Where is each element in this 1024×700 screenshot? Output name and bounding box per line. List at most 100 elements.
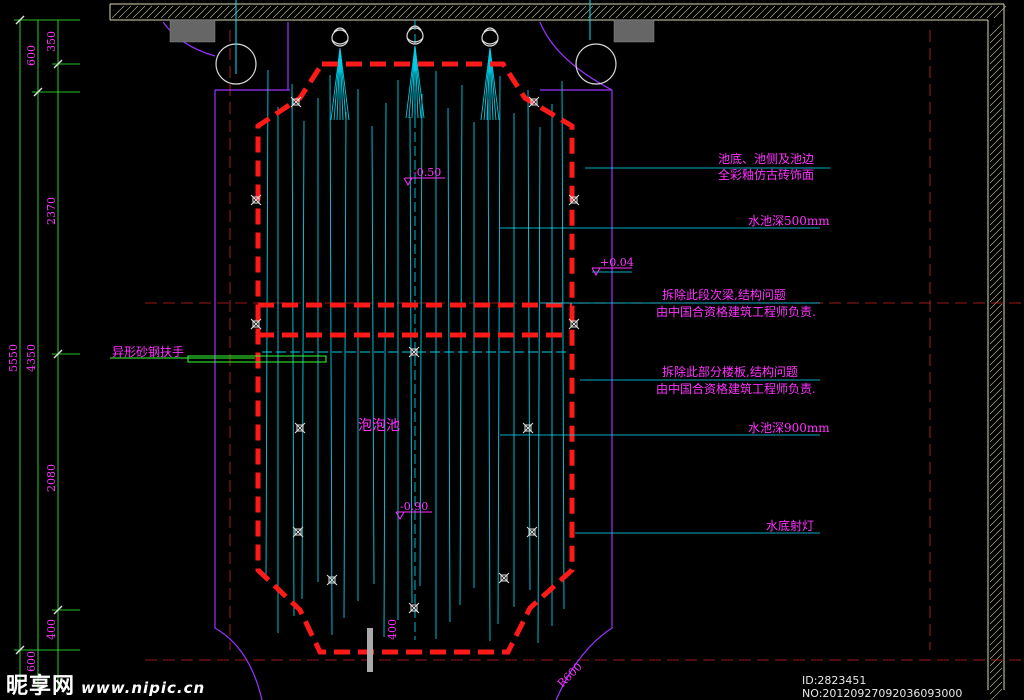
hatch-line (468, 5, 482, 19)
hatch-line (989, 590, 1003, 604)
hatch-line (881, 5, 895, 19)
hatch-line (797, 5, 811, 19)
light-body (500, 574, 508, 582)
hatch-line (608, 5, 622, 19)
hatch-line (989, 541, 1003, 555)
entry-step (367, 628, 373, 672)
hatch-line (832, 5, 846, 19)
water-line (527, 89, 531, 591)
hatch-line (944, 5, 958, 19)
water-line (459, 84, 463, 606)
hatch-line (440, 5, 454, 19)
dim-2370: 2370 (45, 197, 58, 225)
hatch-line (989, 569, 1003, 583)
hatch-line (989, 471, 1003, 485)
hatch-line (538, 5, 552, 19)
hatch-line (989, 212, 1003, 226)
hatch-line (909, 5, 923, 19)
fountain-spray (336, 47, 341, 121)
hatch-line (989, 121, 1003, 135)
hatch-line (167, 5, 181, 19)
hatch-line (664, 5, 678, 19)
hatch-line (989, 632, 1003, 646)
water-line (537, 126, 541, 644)
fountain-spray (486, 47, 491, 121)
hatch-line (989, 205, 1003, 219)
fountain-spray (411, 45, 416, 119)
hatch-line (989, 93, 1003, 107)
hatch-line (989, 170, 1003, 184)
hatch-line (755, 5, 769, 19)
hatch-line (874, 5, 888, 19)
hatch-line (209, 5, 223, 19)
hatch-line (989, 247, 1003, 261)
hatch-line (426, 5, 440, 19)
hatch-line (566, 5, 580, 19)
hatch-line (419, 5, 433, 19)
watermark-id: ID:2823451 NO:20120927092036093000 (802, 674, 963, 700)
hatch-line (244, 5, 258, 19)
hatch-line (989, 674, 1003, 688)
hatch-line (804, 5, 818, 19)
hatch-line (989, 562, 1003, 576)
hatch-line (989, 240, 1003, 254)
hatch-line (989, 135, 1003, 149)
hatch-line (335, 5, 349, 19)
hatch-line (989, 289, 1003, 303)
hatch-line (989, 30, 1003, 44)
hatch-line (433, 5, 447, 19)
hatch-line (314, 5, 328, 19)
hatch-line (853, 5, 867, 19)
pool-name: 泡泡池 (358, 418, 400, 434)
hatch-line (251, 5, 265, 19)
hatch-line (384, 5, 398, 19)
leader-lines (500, 167, 830, 534)
hatch-line (989, 345, 1003, 359)
hatch-line (300, 5, 314, 19)
hatch-line (986, 5, 1000, 19)
hatch-line (951, 5, 965, 19)
light-body (252, 196, 260, 204)
hatch-line (174, 5, 188, 19)
hatch-line (153, 5, 167, 19)
hatch-line (706, 5, 720, 19)
hatch-line (531, 5, 545, 19)
hatch-line (989, 429, 1003, 443)
hatch-line (188, 5, 202, 19)
hatch-line (989, 646, 1003, 660)
hatch-line (699, 5, 713, 19)
hatch-line (601, 5, 615, 19)
hatch-line (195, 5, 209, 19)
hatch-line (989, 114, 1003, 128)
hatch-line (888, 5, 902, 19)
hatch-line (989, 352, 1003, 366)
hatch-line (678, 5, 692, 19)
hatch-line (989, 436, 1003, 450)
hatch-line (230, 5, 244, 19)
hatch-line (629, 5, 643, 19)
hatch-line (993, 5, 1007, 19)
light-body (296, 424, 304, 432)
water-line (301, 120, 305, 600)
hatch-line (989, 478, 1003, 492)
hatch-line (202, 5, 216, 19)
hatch-line (223, 5, 237, 19)
hatch-line (482, 5, 496, 19)
hatch-line (989, 499, 1003, 513)
watermark-brand-text: 昵享网 (6, 674, 76, 699)
hatch-line (989, 324, 1003, 338)
hatch-line (846, 5, 860, 19)
hatch-line (989, 338, 1003, 352)
hatch-line (989, 513, 1003, 527)
column-markers (235, 0, 591, 74)
hatch-line (860, 5, 874, 19)
hatch-line (989, 177, 1003, 191)
hatch-line (989, 261, 1003, 275)
water-line (561, 80, 565, 610)
hatch-line (989, 366, 1003, 380)
level-symbols (395, 177, 632, 521)
annotation-slab-2: 由中国合资格建筑工程师负责. (656, 381, 816, 396)
dim-5550: 5550 (7, 344, 20, 372)
hatch-line (636, 5, 650, 19)
hatch-line (989, 583, 1003, 597)
